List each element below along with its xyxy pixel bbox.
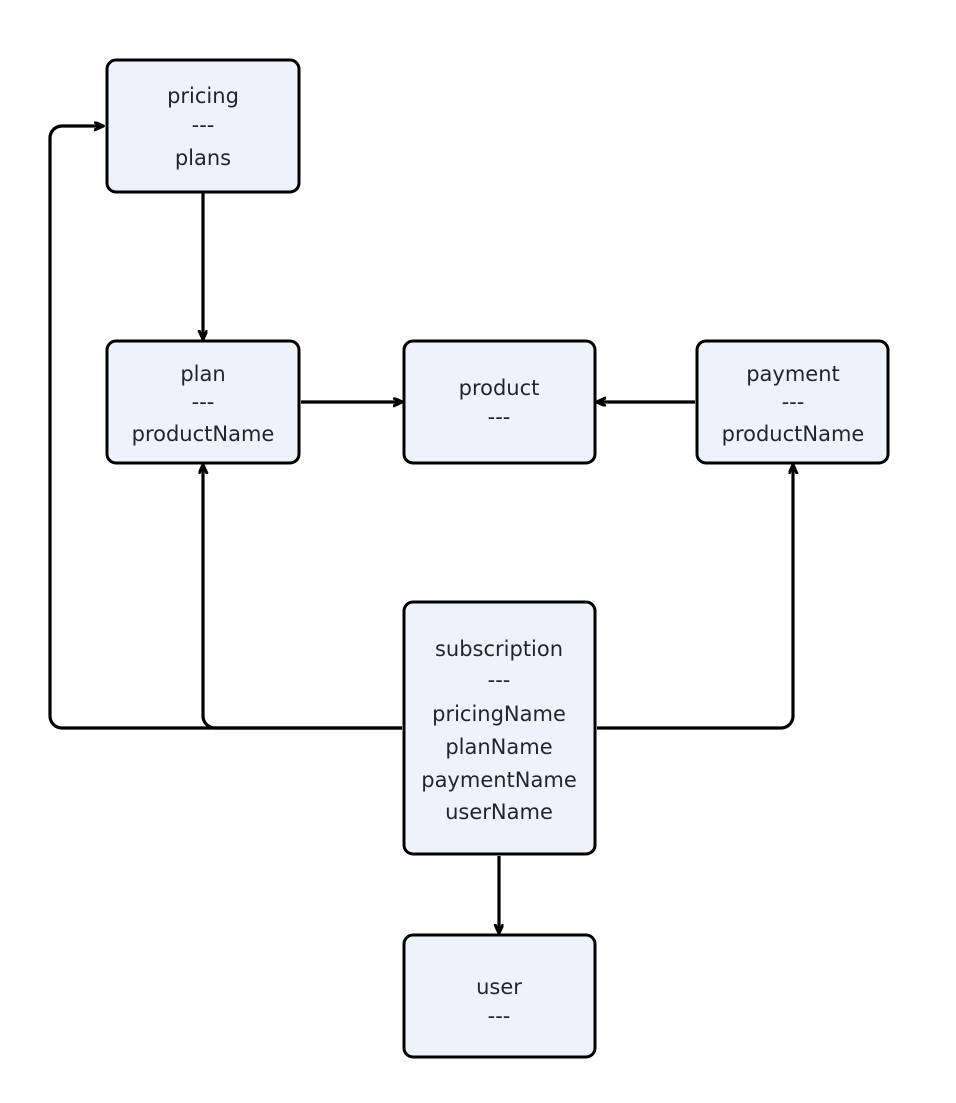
node-plan[interactable]: plan --- productName	[105, 339, 301, 465]
node-subscription-title: subscription	[435, 637, 563, 661]
node-user[interactable]: user ---	[402, 933, 597, 1059]
node-layer: pricing --- plans plan --- productName p…	[105, 58, 890, 1059]
node-user-separator: ---	[488, 1004, 511, 1028]
node-payment[interactable]: payment --- productName	[695, 339, 890, 465]
edge-subscription-to-plan	[203, 465, 402, 730]
node-subscription-field-pricingname: pricingName	[432, 702, 566, 726]
node-plan-title: plan	[180, 362, 225, 386]
node-subscription-field-planname: planName	[445, 735, 552, 759]
node-subscription-separator: ---	[488, 668, 511, 692]
node-payment-title: payment	[746, 362, 840, 386]
node-product-separator: ---	[488, 405, 511, 429]
node-plan-field-productname: productName	[132, 422, 275, 446]
edge-layer	[48, 126, 793, 933]
node-subscription-shape[interactable]	[402, 600, 597, 856]
node-pricing-shape[interactable]	[105, 58, 301, 194]
node-pricing-title: pricing	[167, 84, 239, 108]
edge-subscription-to-pricing	[48, 126, 402, 730]
node-user-shape[interactable]	[402, 933, 597, 1059]
node-product[interactable]: product ---	[402, 339, 597, 465]
node-plan-shape[interactable]	[105, 339, 301, 465]
node-payment-field-productname: productName	[722, 422, 865, 446]
node-plan-separator: ---	[192, 390, 215, 414]
node-subscription[interactable]: subscription --- pricingName planName pa…	[402, 600, 597, 856]
node-pricing-field-plans: plans	[175, 146, 231, 170]
node-pricing[interactable]: pricing --- plans	[105, 58, 301, 194]
node-pricing-separator: ---	[192, 113, 215, 137]
node-user-title: user	[476, 975, 522, 999]
node-payment-shape[interactable]	[695, 339, 890, 465]
node-subscription-field-username: userName	[445, 800, 553, 824]
node-payment-separator: ---	[782, 390, 805, 414]
node-product-title: product	[459, 376, 540, 400]
node-product-shape[interactable]	[402, 339, 597, 465]
node-subscription-field-paymentname: paymentName	[421, 768, 577, 792]
edge-subscription-to-payment	[597, 465, 793, 730]
